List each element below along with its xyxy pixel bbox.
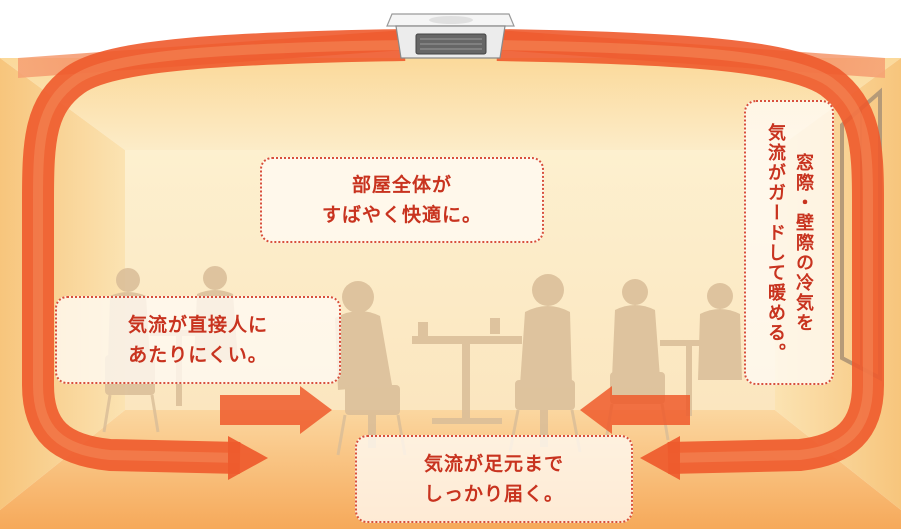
ceiling-cassette-air-conditioner-icon: [386, 13, 515, 59]
callout-window-line-1: 窓際・壁際の冷気を: [793, 152, 814, 333]
callout-room-line-1: 部屋全体が: [351, 174, 452, 196]
airflow-loop-arrow: [22, 29, 884, 480]
callout-room-line-2: すばやく快適に。: [321, 204, 482, 226]
callout-feet-line-1: 気流が足元まで: [423, 453, 564, 475]
inner-left-arrow: [220, 386, 332, 434]
callout-feet-airflow: 気流が足元まで しっかり届く。: [355, 435, 633, 523]
callout-feet-line-2: しっかり届く。: [423, 483, 564, 505]
inner-right-arrow: [580, 386, 690, 434]
callout-direct-line-2: あたりにくい。: [128, 344, 268, 366]
ceiling-surface: [0, 58, 901, 150]
callout-direct-airflow: 気流が直接人に あたりにくい。: [55, 296, 341, 384]
callout-direct-line-1: 気流が直接人に: [127, 314, 268, 336]
left-arrowhead: [228, 436, 268, 480]
callout-window-line-2: 気流がガードして暖める。: [765, 122, 786, 363]
callout-room-comfort: 部屋全体が すばやく快適に。: [260, 157, 544, 243]
right-arrowhead: [640, 436, 680, 480]
callout-window-guard: 窓際・壁際の冷気を 気流がガードして暖める。: [744, 100, 834, 385]
